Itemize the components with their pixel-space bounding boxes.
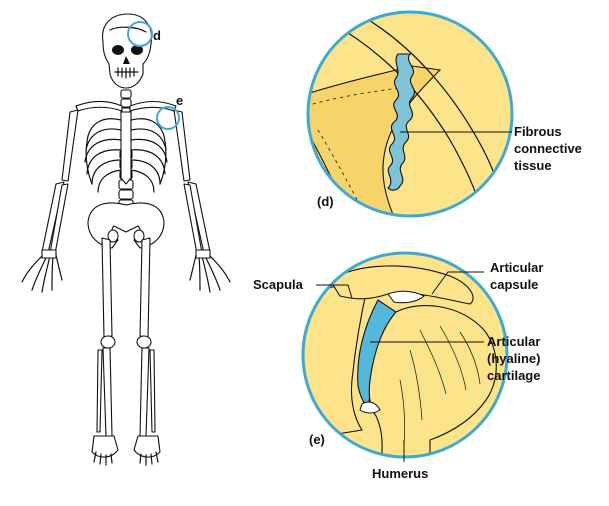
fibrous-label-line3: tissue	[514, 158, 552, 173]
panel-d: Fibrous connective tissue (d)	[306, 10, 582, 218]
scapula-label: Scapula	[253, 277, 304, 292]
skull	[102, 13, 153, 89]
skeleton-figure: d e	[21, 13, 231, 466]
right-arm	[173, 109, 231, 293]
fibrous-label-line2: connective	[514, 141, 582, 156]
scapula-leader	[316, 284, 353, 299]
left-leg	[91, 237, 119, 466]
right-leg	[133, 237, 161, 466]
left-arm	[21, 109, 79, 293]
panel-e-ring	[301, 251, 509, 459]
capsule-leader	[431, 271, 484, 295]
skull-callout-circle	[127, 21, 153, 47]
obturator-left	[107, 229, 119, 243]
humerus-label: Humerus	[372, 466, 428, 481]
panel-e: Scapula Articular capsule Articular (hya…	[253, 251, 543, 481]
capsule-label-line1: Articular	[490, 260, 543, 275]
skull-suture	[109, 26, 147, 33]
cartilage-label-line1: Articular	[487, 334, 540, 349]
teeth	[114, 67, 139, 79]
suture-line	[387, 53, 416, 191]
humerus-bone	[368, 304, 497, 457]
cartilage-label-line3: cartilage	[487, 368, 540, 383]
panel-d-ring	[306, 10, 514, 218]
cartilage-label-line2: (hyaline)	[487, 351, 540, 366]
rib-cage	[84, 111, 168, 193]
nasal-cavity	[123, 56, 130, 64]
clavicle-left	[75, 100, 123, 112]
panel-e-label: (e)	[309, 432, 325, 447]
skull-callout-letter: d	[153, 28, 161, 43]
lower-gap	[359, 401, 381, 414]
capsule-label-line2: capsule	[490, 277, 538, 292]
eye-socket-right	[131, 45, 143, 55]
pelvis	[87, 202, 165, 249]
shoulder-callout-letter: e	[176, 93, 183, 108]
humerus-grain	[399, 325, 481, 447]
obturator-right	[133, 229, 145, 243]
eye-socket-left	[112, 45, 124, 55]
capsule-gap	[387, 290, 425, 304]
acromion	[329, 265, 474, 305]
panel-d-label: (d)	[317, 194, 334, 209]
shoulder-callout-circle	[156, 106, 180, 130]
diploe-layer	[308, 87, 399, 216]
fibrous-label-line1: Fibrous	[514, 124, 562, 139]
